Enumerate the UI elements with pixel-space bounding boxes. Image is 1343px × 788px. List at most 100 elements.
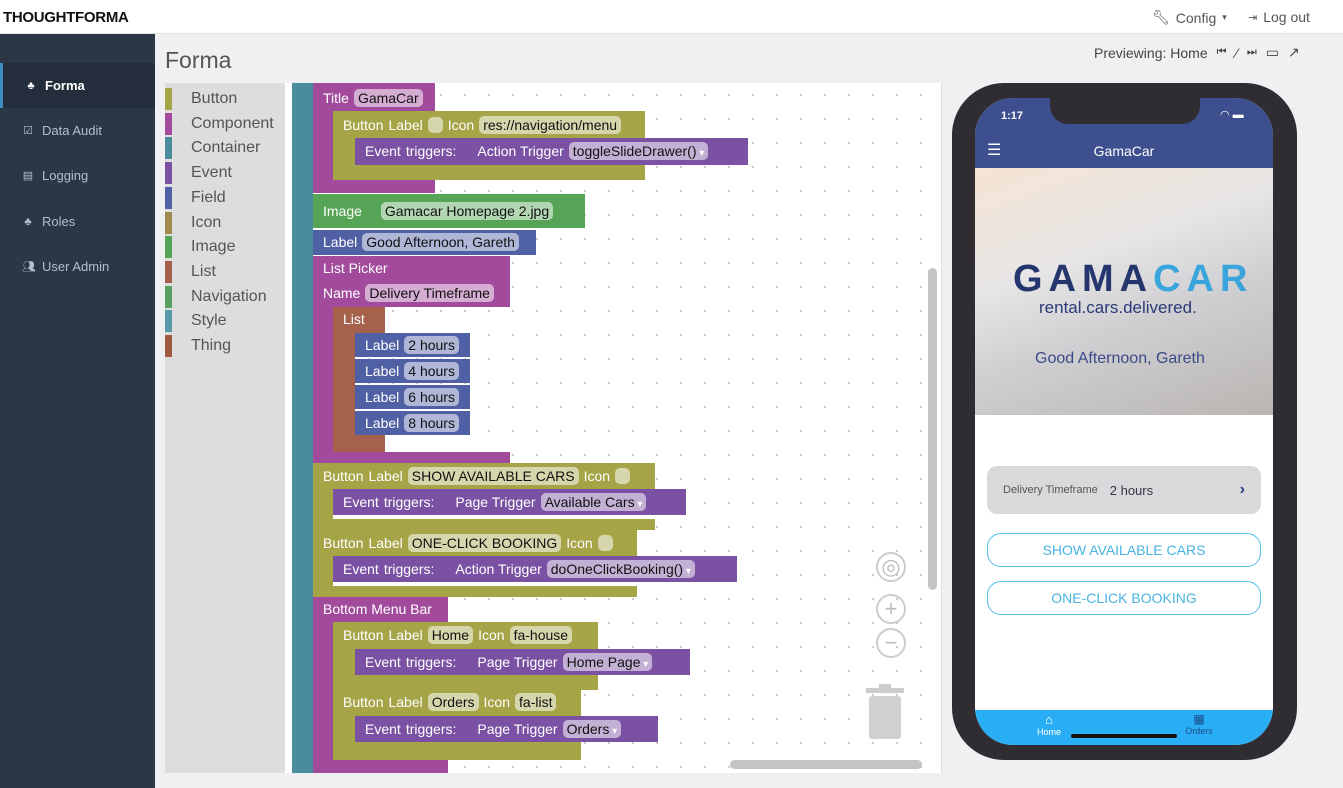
- action-dropdown[interactable]: toggleSlideDrawer(): [568, 142, 709, 160]
- icon-field[interactable]: [615, 468, 631, 484]
- icon-field[interactable]: fa-house: [509, 626, 573, 644]
- sign-out-icon: ⇥: [1248, 11, 1258, 24]
- block-keyword: Page Trigger: [455, 494, 536, 510]
- sidebar-item-data-audit[interactable]: ☑Data Audit: [0, 108, 155, 153]
- block-keyword: Action Trigger: [477, 143, 564, 159]
- delivery-timeframe-picker[interactable]: Delivery Timeframe 2 hours ›: [987, 466, 1261, 514]
- caret-down-icon: ▾: [1222, 12, 1227, 22]
- category-label: Image: [191, 238, 236, 256]
- page-dropdown[interactable]: Orders: [562, 720, 622, 738]
- config-label: Config: [1175, 9, 1217, 26]
- page-dropdown[interactable]: Available Cars: [540, 493, 647, 511]
- one-click-booking-button[interactable]: ONE-CLICK BOOKING: [987, 581, 1261, 615]
- toolbox-category-component[interactable]: Component: [165, 112, 274, 135]
- icon-field[interactable]: [597, 535, 613, 551]
- button-block-foot: [333, 165, 645, 180]
- button-block-foot: [333, 675, 598, 690]
- label-field[interactable]: SHOW AVAILABLE CARS: [407, 467, 579, 485]
- users-icon: 👥︎: [22, 261, 36, 273]
- block-keyword: Label: [365, 389, 400, 405]
- preview-toolbar: Previewing: Home ⏮ ⁄ ⏭ ▭ ↗: [1094, 44, 1300, 61]
- category-label: Event: [191, 164, 232, 182]
- name-field[interactable]: Delivery Timeframe: [365, 284, 494, 302]
- status-time: 1:17: [1001, 110, 1024, 122]
- label-field[interactable]: Orders: [427, 693, 479, 711]
- block-keyword: Event: [365, 143, 401, 159]
- label-field[interactable]: 4 hours: [404, 362, 459, 380]
- list-block[interactable]: [333, 307, 385, 333]
- block-keyword: Button: [343, 117, 384, 133]
- action-dropdown[interactable]: doOneClickBooking(): [546, 560, 695, 578]
- label-field[interactable]: 2 hours: [404, 336, 459, 354]
- zoom-out-icon[interactable]: −: [876, 628, 906, 658]
- label-field[interactable]: [427, 117, 443, 133]
- category-color-swatch: [165, 186, 172, 209]
- top-bar: THOUGHTFORMA 🔧︎Config▾ ⇥Log out: [0, 0, 1343, 34]
- toolbox-category-field[interactable]: Field: [165, 186, 226, 209]
- toolbox-category-navigation[interactable]: Navigation: [165, 285, 267, 308]
- horizontal-scrollbar[interactable]: [730, 760, 922, 769]
- toolbox-category-container[interactable]: Container: [165, 137, 261, 160]
- category-color-swatch: [165, 335, 172, 357]
- hamburger-menu-icon[interactable]: ☰: [987, 142, 1002, 159]
- tab-orders[interactable]: ▦Orders: [1169, 712, 1229, 736]
- toolbox-category-list[interactable]: List: [165, 260, 216, 283]
- zoom-in-icon[interactable]: +: [876, 594, 906, 624]
- sidebar-item-user-admin[interactable]: 👥︎User Admin: [0, 244, 155, 289]
- sidebar-item-logging[interactable]: ▤Logging: [0, 153, 155, 198]
- toolbox-category-style[interactable]: Style: [165, 310, 227, 333]
- bottom-menu-bar-foot: [313, 760, 448, 773]
- category-label: Field: [191, 188, 226, 206]
- skip-forward-icon[interactable]: ⏭: [1246, 46, 1257, 58]
- tab-home[interactable]: ⌂Home: [1019, 712, 1079, 737]
- app-nav-bar: ☰ GamaCar: [975, 133, 1273, 168]
- category-color-swatch: [165, 285, 172, 308]
- label-field[interactable]: 8 hours: [404, 414, 459, 432]
- category-label: Container: [191, 139, 261, 157]
- logout-link[interactable]: ⇥Log out: [1248, 9, 1310, 25]
- label-field[interactable]: ONE-CLICK BOOKING: [407, 534, 562, 552]
- bottom-menu-bar-block[interactable]: [313, 597, 448, 622]
- recenter-icon[interactable]: ◎: [876, 552, 906, 582]
- title-field[interactable]: GamaCar: [353, 89, 423, 107]
- label-field[interactable]: Home: [427, 626, 474, 644]
- show-available-cars-button[interactable]: SHOW AVAILABLE CARS: [987, 533, 1261, 567]
- category-color-swatch: [165, 236, 172, 259]
- container-block-rail[interactable]: [292, 83, 313, 773]
- config-menu[interactable]: 🔧︎Config▾: [1152, 9, 1227, 26]
- sidebar-item-roles[interactable]: ♣Roles: [0, 199, 155, 244]
- icon-field[interactable]: res://navigation/menu: [479, 116, 622, 134]
- page-dropdown[interactable]: Home Page: [562, 653, 653, 671]
- category-color-swatch: [165, 211, 172, 234]
- toolbox-category-image[interactable]: Image: [165, 236, 236, 259]
- category-label: Button: [191, 90, 238, 107]
- trash-icon[interactable]: [866, 684, 904, 739]
- label-field[interactable]: Good Afternoon, Gareth: [362, 233, 519, 251]
- skip-back-icon[interactable]: ⏮: [1216, 46, 1227, 58]
- image-field[interactable]: Gamacar Homepage 2.jpg: [380, 202, 554, 220]
- toolbox-category-thing[interactable]: Thing: [165, 335, 231, 357]
- magic-wand-icon[interactable]: ⁄: [1235, 44, 1238, 61]
- list-icon: ▦: [1193, 712, 1205, 726]
- sidebar-item-forma[interactable]: ♣Forma: [0, 63, 155, 108]
- icon-field[interactable]: fa-list: [515, 693, 557, 711]
- block-keyword: Button: [343, 694, 384, 710]
- vertical-scrollbar[interactable]: [928, 268, 937, 590]
- bottom-tab-bar: ⌂Home ▦Orders: [975, 710, 1273, 745]
- block-keyword: Name: [323, 285, 361, 301]
- toolbox-category-button[interactable]: Button: [165, 88, 237, 110]
- sidebar-item-label: Logging: [42, 168, 89, 183]
- button-block-foot: [333, 742, 581, 760]
- list-picker-arm: [313, 307, 333, 463]
- toolbox-category-event[interactable]: Event: [165, 162, 232, 185]
- toolbox-category-icon[interactable]: Icon: [165, 211, 221, 234]
- desktop-icon[interactable]: ▭: [1265, 44, 1279, 60]
- category-color-swatch: [165, 88, 172, 110]
- block-keyword: Label: [388, 117, 423, 133]
- label-field[interactable]: 6 hours: [404, 388, 459, 406]
- bottom-menu-bar-arm: [313, 622, 333, 773]
- category-label: Thing: [191, 337, 232, 354]
- external-link-icon[interactable]: ↗: [1288, 44, 1300, 60]
- block-keyword: Event: [365, 721, 401, 737]
